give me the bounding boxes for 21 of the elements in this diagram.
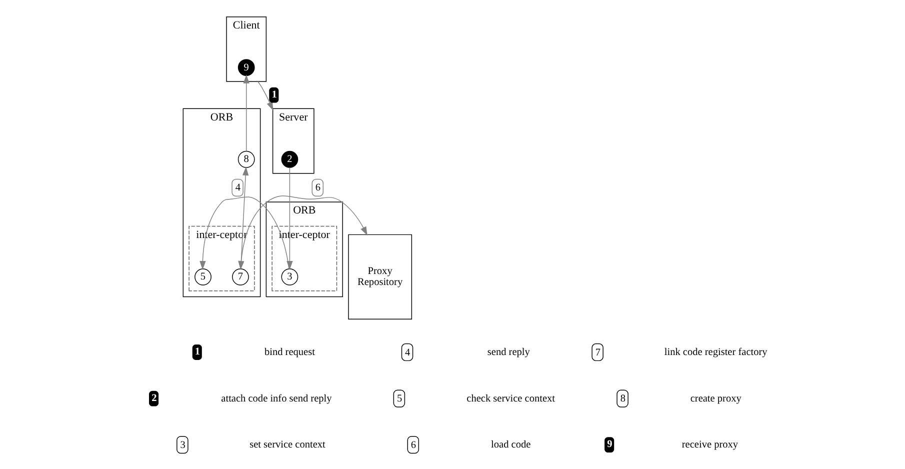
edge-label: 4 [234,182,240,194]
label: 9 [606,439,612,450]
legend-label: link code register factory [664,346,767,358]
legend-label: receive proxy [681,440,738,451]
label: 4 [404,347,410,358]
label: 5 [396,394,402,405]
label: 8 [620,394,625,405]
label: 7 [594,347,600,358]
legend-label: attach code info send reply [220,393,332,404]
label: 6 [410,440,416,451]
label: 2 [151,392,156,404]
legend-label: set service context [249,440,325,451]
legend-label: load code [490,440,530,451]
edge-label: 1 [271,89,276,100]
label: 3 [180,440,185,451]
legend-label: bind request [264,346,314,358]
legend-label: check service context [466,393,555,404]
edge-label: 6 [314,182,320,194]
label: 1 [194,346,200,358]
legend-label: create proxy [690,393,741,404]
legend-label: send reply [486,346,530,358]
